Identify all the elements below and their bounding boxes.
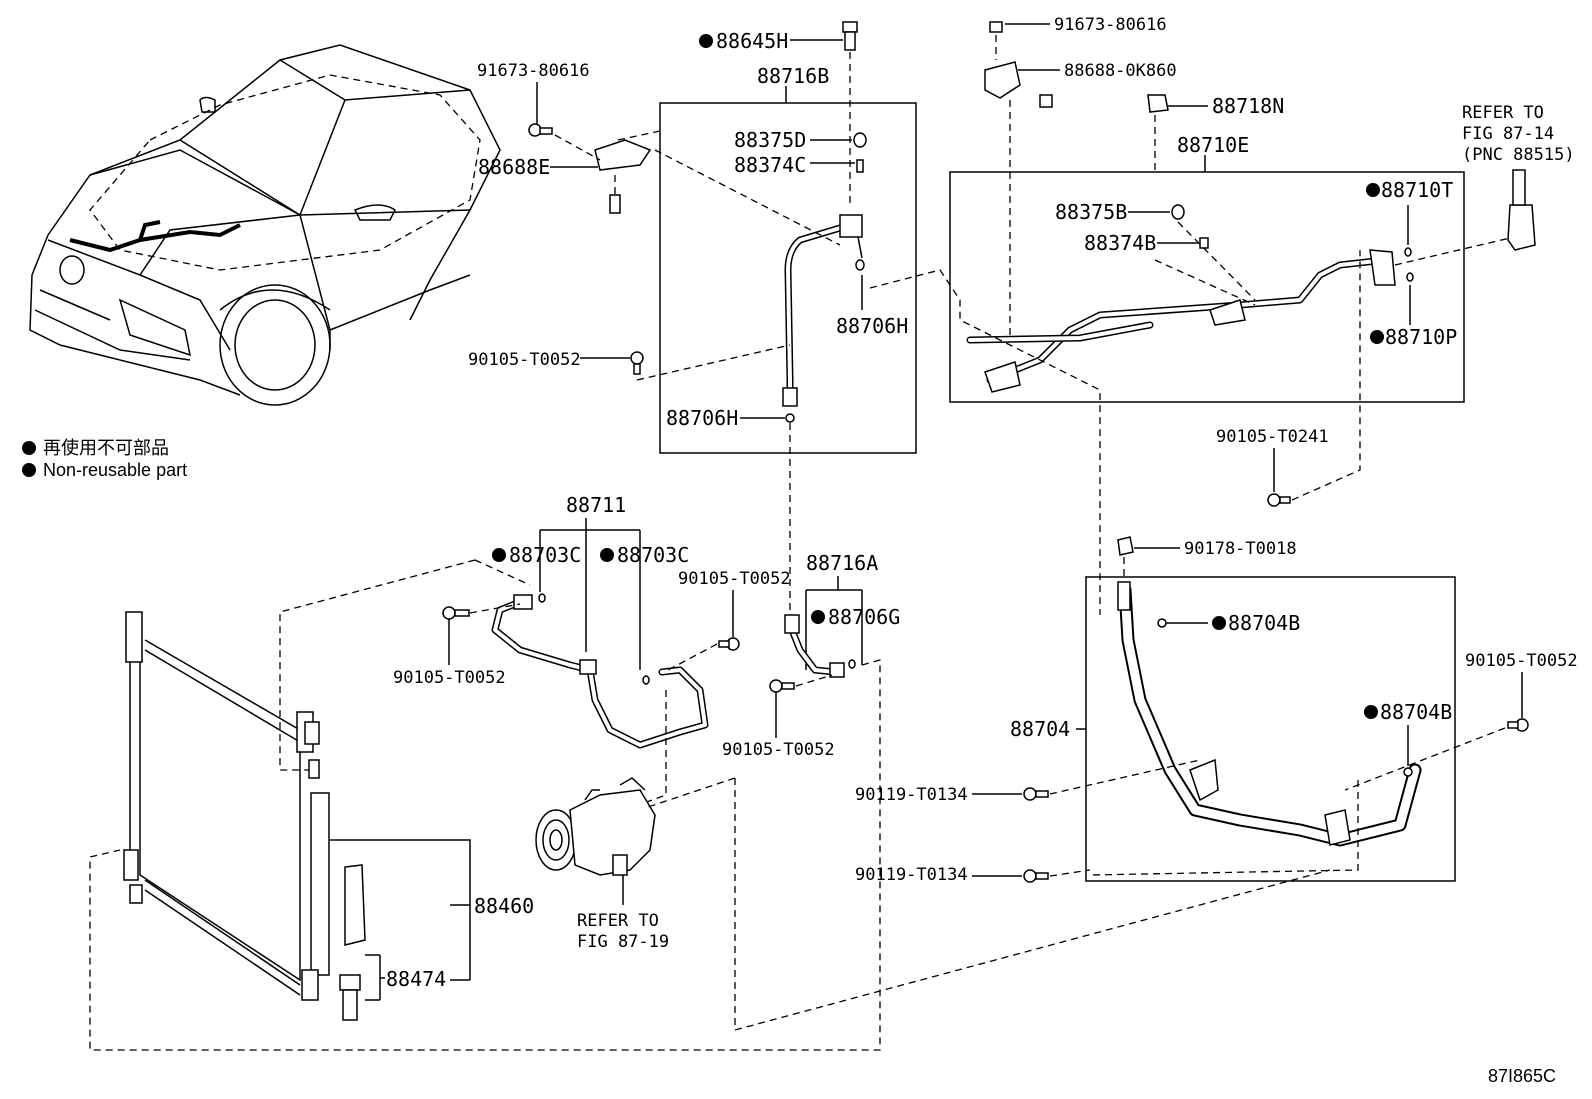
label-88645H: 88645H	[716, 29, 788, 53]
label-88374C: 88374C	[734, 153, 806, 177]
label-90178-T0018: 90178-T0018	[1184, 539, 1297, 559]
bolt-90105-T0052-e: 90105-T0052	[1344, 651, 1578, 791]
legend-dot-en	[22, 463, 36, 477]
nut-90178-T0018: 90178-T0018	[1117, 536, 1297, 580]
cap-88375D	[853, 132, 867, 148]
bracket-88688-0K860: 91673-80616 88688-0K860	[984, 15, 1177, 335]
label-88710T: 88710T	[1381, 178, 1453, 202]
connect-88710E-88704	[869, 269, 1101, 615]
label-88710P: 88710P	[1385, 325, 1457, 349]
box-88716B: 88716B 88375D 88374C 88706H 88706H	[659, 64, 917, 454]
label-88703C-left: 88703C	[509, 543, 581, 567]
label-88375D: 88375D	[734, 128, 806, 152]
label-88704B-bottom: 88704B	[1380, 700, 1452, 724]
label-88718N: 88718N	[1212, 94, 1284, 118]
label-88716A: 88716A	[806, 551, 878, 575]
figure-id: 87I865C	[1488, 1066, 1556, 1086]
label-88474: 88474	[386, 967, 446, 991]
label-88710E: 88710E	[1177, 133, 1249, 157]
compressor: REFER TO FIG 87-19	[535, 777, 1331, 1031]
bracket-88688E: 91673-80616 88688E	[477, 61, 841, 246]
label-88706H-bottom: 88706H	[666, 406, 738, 430]
legend: 再使用不可部品 Non-reusable part	[22, 438, 187, 480]
box-88704: 88704 88704B 88704B	[1010, 576, 1456, 882]
label-91673-80616-right: 91673-80616	[1054, 15, 1167, 35]
legend-dot-jp	[22, 441, 36, 455]
label-91673-80616-left: 91673-80616	[477, 61, 590, 81]
discharge-hose-88711: 88711 88703C 88703C 90105-T0052 90105-T0…	[279, 493, 791, 809]
label-88711: 88711	[566, 493, 626, 517]
label-90105-T0052-c: 90105-T0052	[678, 569, 791, 589]
label-88688-0K860: 88688-0K860	[1064, 61, 1177, 81]
refer-fig-87-14: REFER TO FIG 87-14 (PNC 88515)	[1462, 103, 1575, 251]
refer-a-line3: (PNC 88515)	[1462, 145, 1575, 165]
bolt-90105-T0052-a: 90105-T0052	[468, 344, 791, 381]
label-90105-T0052-e: 90105-T0052	[1465, 651, 1578, 671]
label-90105-T0052-d: 90105-T0052	[722, 740, 835, 760]
label-88703C-right: 88703C	[617, 543, 689, 567]
label-88375B: 88375B	[1055, 200, 1127, 224]
label-90105-T0052-a: 90105-T0052	[468, 350, 581, 370]
label-90105-T0052-b: 90105-T0052	[393, 668, 506, 688]
refer-a-line1: REFER TO	[1462, 103, 1544, 123]
label-90105-T0241: 90105-T0241	[1216, 427, 1329, 447]
label-90119-T0134-b: 90119-T0134	[855, 865, 968, 885]
bolt-90119-T0134-a: 90119-T0134	[855, 759, 1201, 805]
label-88716B: 88716B	[757, 64, 829, 88]
refer-a-line2: FIG 87-14	[1462, 124, 1554, 144]
box-88710E: 88710E 88375B 88374B 88710T 88710P	[949, 133, 1511, 403]
label-90119-T0134-a: 90119-T0134	[855, 785, 968, 805]
vehicle-illustration	[29, 44, 501, 406]
label-88460: 88460	[474, 894, 534, 918]
pipe-88716A: 88716A 88706G 90105-T0052	[89, 420, 900, 1051]
bolt-90105-T0241: 90105-T0241	[1216, 250, 1361, 507]
clamp-88718N: 88718N	[1147, 94, 1284, 170]
legend-text-jp: 再使用不可部品	[43, 438, 169, 458]
label-88706G: 88706G	[828, 605, 900, 629]
condenser-88460: 88460 88474	[123, 611, 534, 1021]
bolt-90119-T0134-b: 90119-T0134	[855, 865, 1091, 885]
refer-b-line1: REFER TO	[577, 911, 659, 931]
label-88706H-top: 88706H	[836, 314, 908, 338]
label-88688E: 88688E	[478, 155, 550, 179]
pressure-switch-88645H: 88645H	[699, 21, 858, 205]
label-88374B: 88374B	[1084, 231, 1156, 255]
refer-b-line2: FIG 87-19	[577, 932, 669, 952]
label-88704B-top: 88704B	[1228, 611, 1300, 635]
label-88704: 88704	[1010, 717, 1070, 741]
legend-text-en: Non-reusable part	[43, 460, 187, 480]
